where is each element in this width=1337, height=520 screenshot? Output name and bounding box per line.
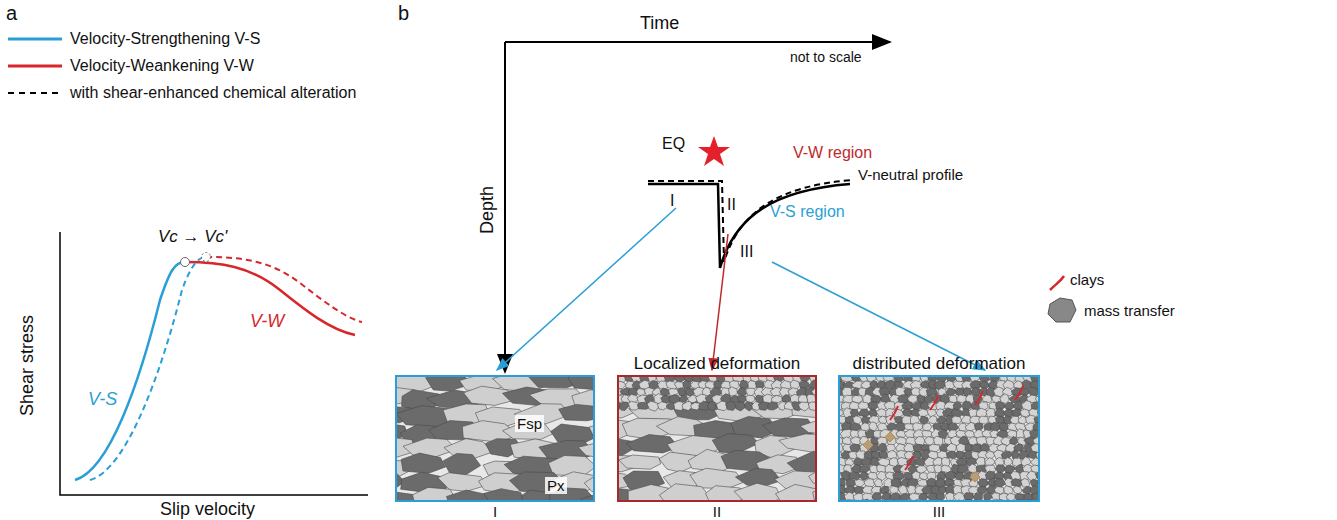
- eq-star: [698, 136, 730, 166]
- label: EQ: [662, 135, 685, 153]
- label: a: [6, 2, 17, 24]
- legend-line: [8, 65, 62, 68]
- panel-numeral: III: [840, 503, 1038, 520]
- clay-icon: [1050, 276, 1064, 290]
- mineral-label: Fsp: [515, 415, 544, 432]
- label: III: [740, 243, 753, 261]
- grain-texture: [395, 375, 595, 502]
- label: II: [727, 196, 736, 214]
- depth-axis: [504, 42, 506, 372]
- label: V-S region: [770, 203, 845, 221]
- label: Time: [640, 14, 679, 34]
- grain-texture: [838, 375, 1040, 502]
- leader-arrow: [772, 262, 985, 370]
- vw-curve: [185, 262, 355, 335]
- label: Vc → Vc': [158, 228, 227, 247]
- legend-text: with shear-enhanced chemical alteration: [70, 84, 356, 102]
- micrograph-box: Localized deformationII: [617, 375, 817, 502]
- label: b: [398, 2, 409, 24]
- label: Depth: [478, 186, 498, 234]
- grain-texture: [617, 375, 817, 502]
- leader-arrow: [497, 208, 676, 370]
- profile-altered: [648, 180, 852, 262]
- label: not to scale: [790, 50, 862, 65]
- legend-text: Velocity-Strengthening V-S: [70, 30, 260, 48]
- legend-line: [8, 92, 62, 94]
- vc-point: [181, 258, 190, 267]
- axes: [60, 232, 368, 495]
- label: Slip velocity: [160, 500, 255, 520]
- label: V-neutral profile: [858, 167, 963, 184]
- label: clays: [1070, 272, 1104, 289]
- label: V-S: [88, 390, 117, 410]
- mass-transfer-icon: [1048, 298, 1076, 322]
- leader-arrow: [712, 234, 728, 370]
- time-axis: [505, 41, 890, 43]
- label: V-W region: [793, 144, 872, 162]
- label: mass transfer: [1084, 303, 1175, 320]
- legend-line: [8, 38, 62, 41]
- box-heading: distributed deformation: [840, 354, 1038, 374]
- vs-curve: [75, 262, 185, 480]
- vc-point: [202, 253, 211, 262]
- profile: [648, 184, 850, 268]
- micrograph-box: distributed deformationIII: [838, 375, 1040, 502]
- label: I: [670, 192, 674, 210]
- legend-text: Velocity-Weankening V-W: [70, 57, 254, 75]
- panel-numeral: II: [619, 503, 815, 520]
- mineral-label: Px: [545, 477, 567, 494]
- panel-numeral: I: [397, 503, 593, 520]
- vs-curve-altered: [90, 257, 206, 480]
- box-heading: Localized deformation: [619, 354, 815, 374]
- label: V-W: [250, 312, 284, 332]
- label: Shear stress: [18, 314, 38, 415]
- micrograph-box: FspPxI: [395, 375, 595, 502]
